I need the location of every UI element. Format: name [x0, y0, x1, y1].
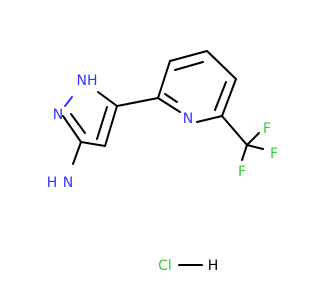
bond-c-f1: [246, 132, 260, 146]
molecule-diagram: NH N N H N F F F Cl H: [47, 50, 278, 274]
atom-nh-pyrazole: NH: [77, 73, 98, 89]
bond-py-n-c2-inner: [164, 93, 178, 103]
bond-py-n-c2: [157, 97, 181, 113]
bond-n2-c3-inner: [70, 113, 86, 134]
bond-pyrazole-pyridine: [116, 97, 159, 107]
atom-fluorine-3: F: [238, 164, 246, 180]
bond-n2-c3: [62, 115, 82, 143]
atom-amine-n: N: [63, 175, 73, 191]
bond-c-f3: [241, 144, 248, 161]
bond-c3-nh2: [72, 141, 82, 165]
atom-fluorine-1: F: [263, 121, 271, 137]
bond-c-f2: [246, 144, 264, 150]
atom-fluorine-2: F: [270, 146, 278, 162]
bond-py-c5-c6-inner: [214, 81, 227, 111]
pyridine-ring: [157, 50, 237, 123]
bond-c4-c5-inner: [96, 106, 108, 140]
bond-c3-c4: [80, 141, 106, 147]
atom-n-pyridine: N: [183, 111, 193, 127]
atom-hydrogen: H: [208, 258, 219, 274]
atom-chlorine: Cl: [158, 258, 172, 274]
bond-py-c3-c4-inner: [174, 61, 204, 71]
bond-c5-n1: [97, 91, 118, 107]
atom-n-pyrazole: N: [53, 107, 63, 123]
bond-py-c4-c5: [206, 50, 237, 80]
bond-py-c3-c4: [169, 50, 208, 62]
bond-py-cf3: [221, 115, 248, 146]
bond-n1-n2: [64, 96, 73, 107]
bond-c4-c5: [104, 105, 118, 147]
bond-py-c5-c6: [221, 78, 237, 117]
pyrazole-ring: [62, 91, 118, 147]
chemical-structure-canvas: NH N N H N F F F Cl H: [47, 50, 278, 274]
atom-amine-h: H: [47, 175, 58, 191]
bond-py-c6-n: [196, 115, 223, 123]
trifluoromethyl-group: [241, 132, 264, 161]
bond-py-c2-c3: [157, 60, 171, 99]
